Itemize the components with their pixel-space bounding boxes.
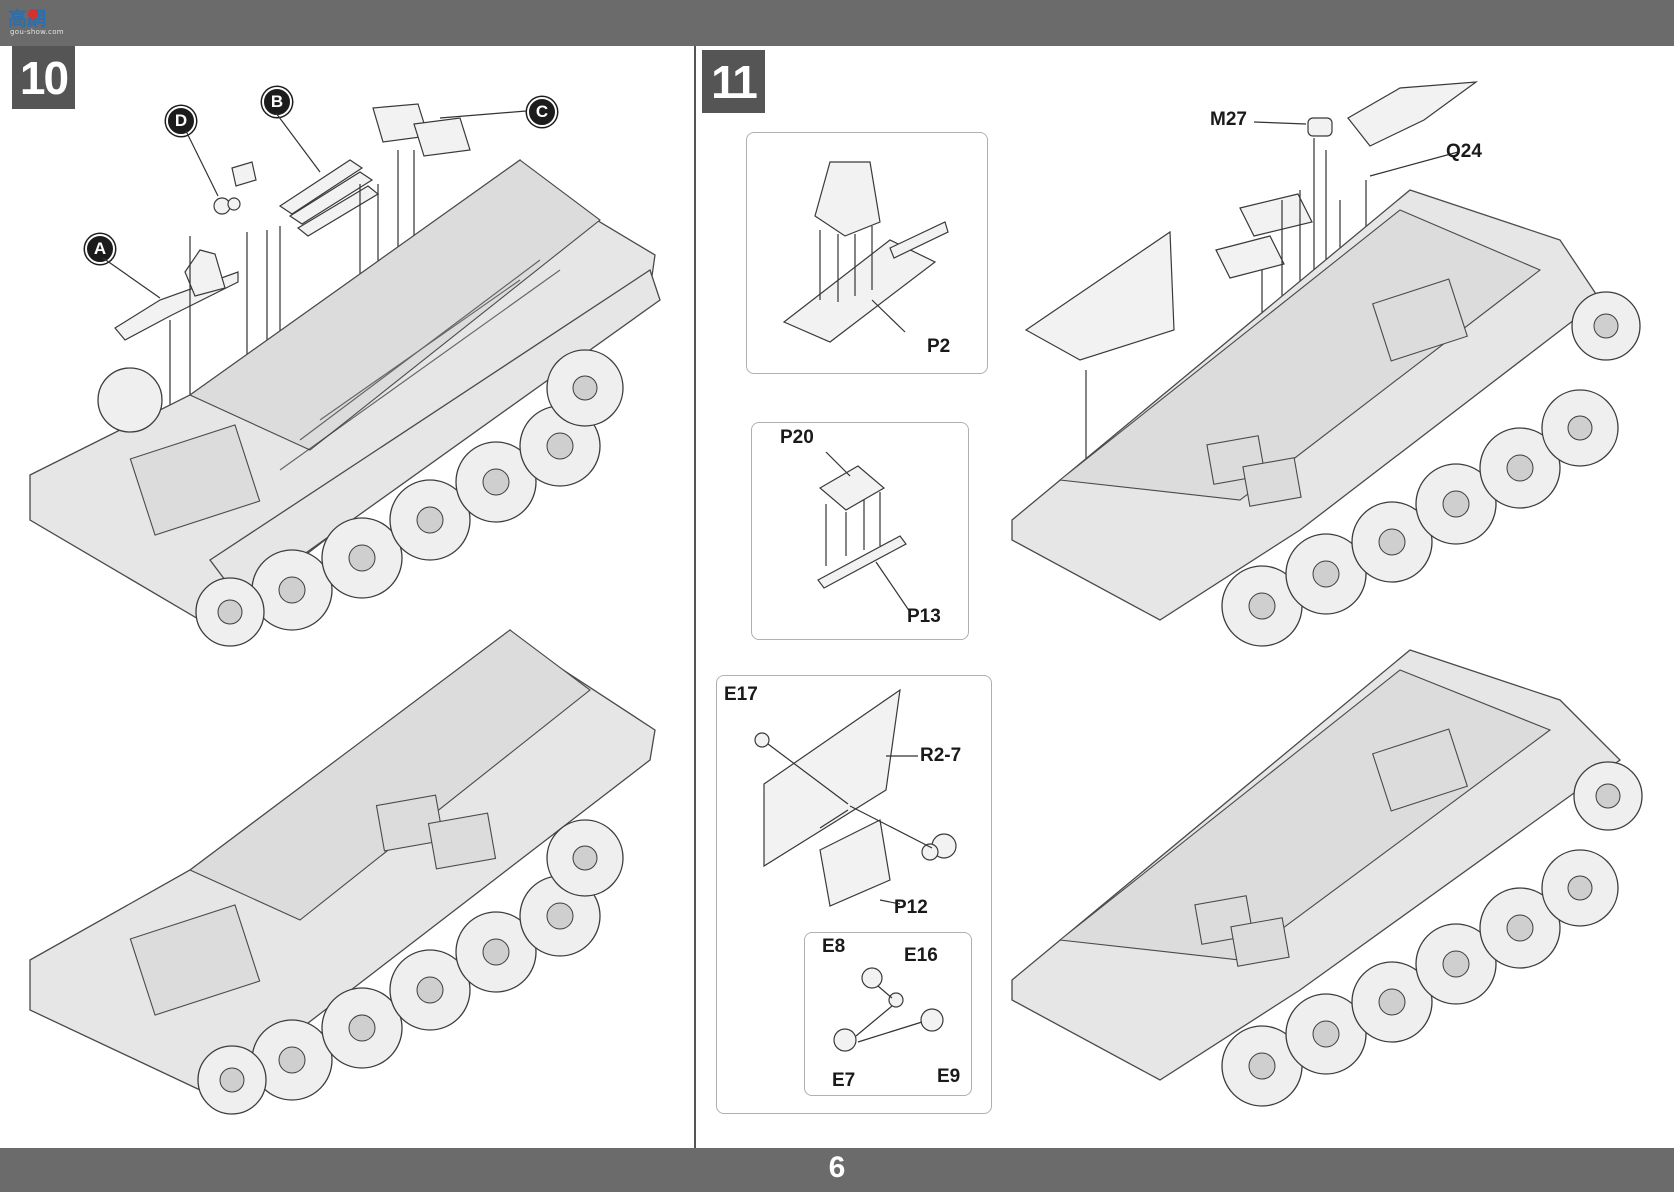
subpanel-p20-p13 [751,422,969,640]
label-q24: Q24 [1446,141,1482,162]
top-bar [0,0,1674,46]
step11-upper-hull-illustration [1011,81,1641,647]
subpanel-e8-illustration [833,967,944,1052]
page-divider [694,46,696,1148]
label-p20: P20 [780,427,814,448]
label-p13: P13 [907,606,941,627]
step11-lower-hull-illustration [1011,649,1643,1107]
subpanel-e8-e16-e7-e9 [804,932,972,1096]
label-p12: P12 [894,897,928,918]
logo-dot-icon [28,9,38,19]
label-p2: P2 [927,336,951,357]
callout-b: B [262,87,292,117]
callout-a: A [85,234,115,264]
site-logo: 高網 gou-show.com [6,4,70,40]
subpanel-p20-p13-illustration [817,451,911,613]
label-e7: E7 [832,1070,856,1091]
step-10-number: 10 [12,46,75,109]
label-m27: M27 [1210,109,1247,130]
label-e17: E17 [724,684,758,705]
subpanel-p2-illustration [782,161,949,343]
label-r2-7: R2-7 [920,745,962,766]
step10-lower-hull-illustration [29,629,656,1115]
page-number: 6 [828,1151,846,1184]
step-11-number: 11 [702,50,765,113]
logo-domain: gou-show.com [10,28,64,36]
label-e8: E8 [822,936,846,957]
bottom-bar [0,1148,1674,1192]
subpanel-e17-r27-p12-illustration [754,688,957,907]
callout-c: C [527,97,557,127]
step10-upper-hull-illustration [29,103,661,647]
label-e16: E16 [904,945,938,966]
callout-d: D [166,106,196,136]
label-e9: E9 [937,1066,961,1087]
